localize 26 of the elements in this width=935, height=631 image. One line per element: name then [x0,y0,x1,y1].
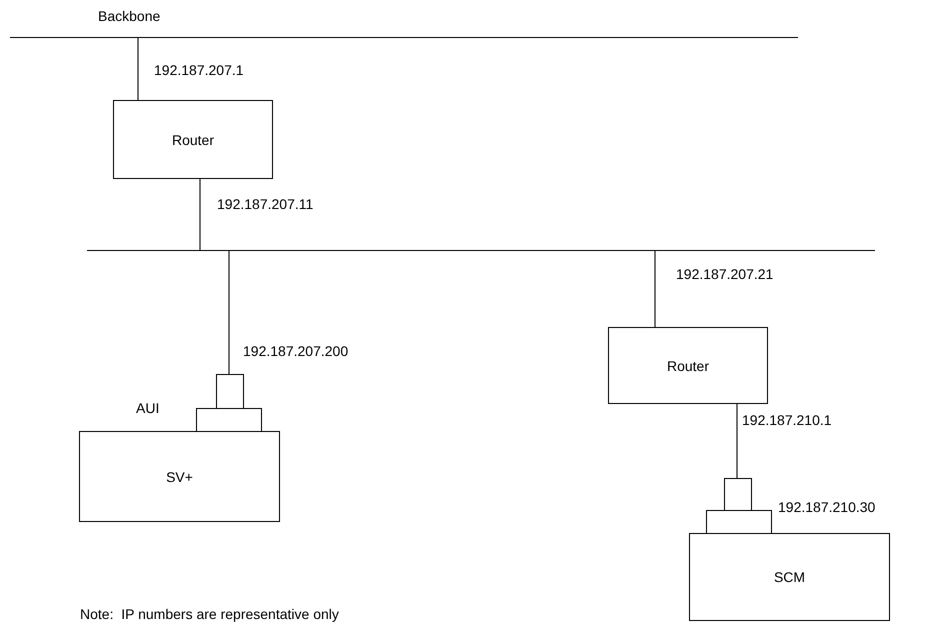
node-caption: 192.187.210.30 [778,499,876,515]
adapter-box [196,408,262,432]
adapter-box [706,510,772,534]
connector-box [216,374,244,409]
node-label: SV+ [166,468,193,484]
device-box [79,431,280,522]
connector-line [654,250,656,328]
backbone-line [10,8,798,38]
connector-line [736,404,738,478]
edge-label: 192.187.207.200 [242,343,350,359]
connector-line [228,250,230,374]
edge-label: 192.187.207.1 [153,62,245,78]
router-box [608,327,768,404]
connector-box [724,478,752,511]
edge-label: 192.187.207.11 [216,196,314,212]
port-label: AUI [136,400,160,416]
node-label: Router [666,358,710,374]
router-box [113,100,273,179]
node-label: SCM [774,569,806,585]
note-text: Note: IP numbers are representative only [80,606,339,622]
edge-label: 192.187.210.1 [741,412,833,428]
edge-label: 192.187.207.21 [675,266,774,282]
device-box [689,533,890,621]
node-label: Router [172,132,214,148]
line-label: Backbone [98,8,160,24]
network-line [87,250,875,251]
